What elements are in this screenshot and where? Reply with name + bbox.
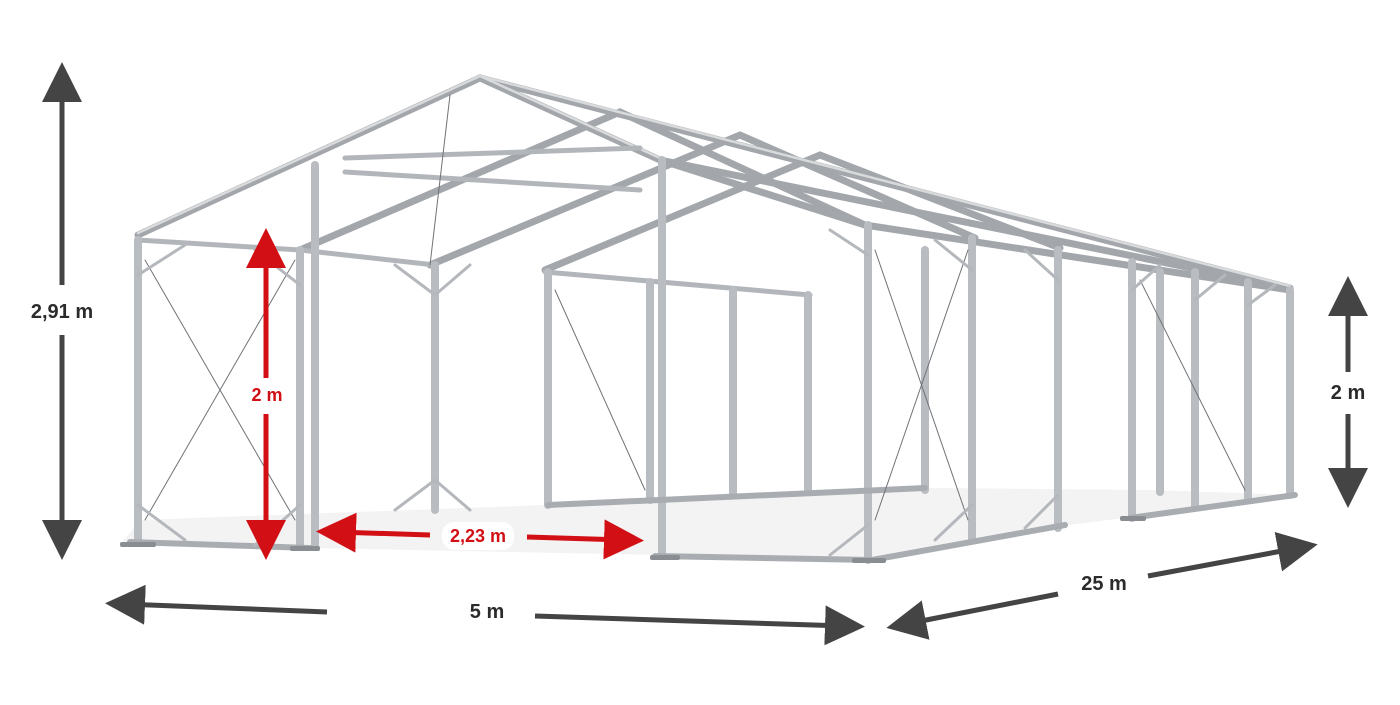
entrance-height-label: 2 m: [243, 381, 291, 409]
floor: [120, 488, 1300, 560]
side-height-label: 2 m: [1322, 379, 1374, 407]
entrance-width-arrow-left: [316, 512, 431, 553]
entrance-width-arrow-right: [526, 519, 644, 560]
width-arrow-right: [534, 605, 865, 646]
width-label: 5 m: [461, 598, 513, 626]
entrance-width-label: 2,23 m: [441, 522, 515, 550]
tent-frame: [120, 74, 1298, 564]
width-arrow-left: [105, 584, 328, 625]
length-arrow-left: [886, 591, 1059, 640]
dimension-arrows: [42, 62, 1368, 646]
total-height-label: 2,91 m: [22, 298, 102, 326]
length-label: 25 m: [1073, 570, 1135, 598]
length-arrow-right: [1147, 532, 1318, 579]
entrance-dimension-arrows: [246, 228, 644, 560]
